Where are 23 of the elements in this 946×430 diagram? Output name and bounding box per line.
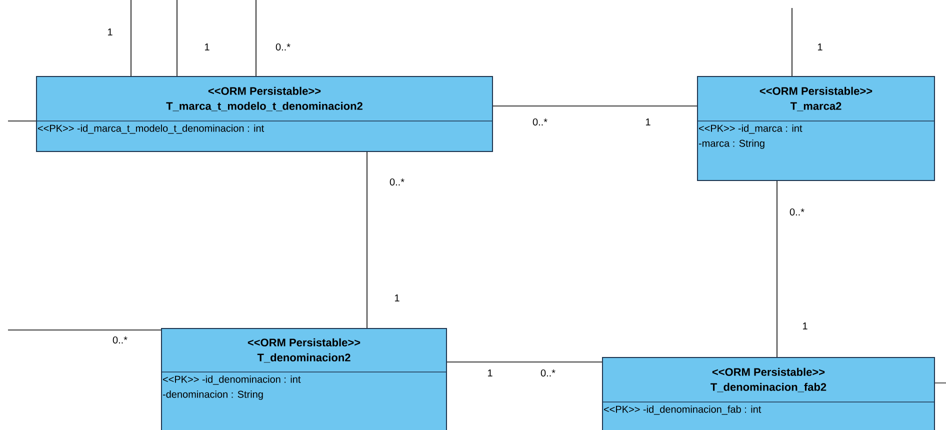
association-line [130, 0, 132, 76]
multiplicity-label: 1 [488, 370, 492, 376]
multiplicity-label: 1 [646, 118, 650, 126]
association-line [934, 382, 946, 384]
class-box: <<ORM Persistable>> T_marca_t_modelo_t_denominacion2 <<PK>> -id_marca_t_modelo_t_denominacion : int [36, 76, 493, 152]
class-box: <<ORM Persistable>> T_marca2 <<PK>> -id_marca : int -marca : String [696, 76, 935, 181]
multiplicity-label: 1 [818, 44, 822, 50]
multiplicity-label: 0..* [532, 118, 548, 126]
association-line [776, 180, 778, 358]
class-box: <<ORM Persistable>> T_denominacion_fab2 <<PK>> -id_denominacion_fab : int [602, 357, 935, 430]
class-box: <<ORM Persistable>> T_denominacion2 <<PK>> -id_denominacion : int -denominacion : String [160, 328, 447, 430]
multiplicity-label: 0..* [276, 43, 290, 51]
multiplicity-label: 1 [205, 44, 210, 50]
association-line [176, 0, 178, 76]
multiplicity-label: 0..* [790, 208, 804, 216]
multiplicity-label: 0..* [390, 178, 404, 186]
multiplicity-label: 1 [108, 28, 112, 36]
association-line [366, 152, 368, 328]
multiplicity-label: 0..* [112, 336, 128, 344]
multiplicity-label: 1 [395, 294, 400, 302]
multiplicity-label: 1 [802, 322, 808, 330]
association-line [8, 120, 36, 122]
multiplicity-label: 0..* [540, 369, 556, 377]
